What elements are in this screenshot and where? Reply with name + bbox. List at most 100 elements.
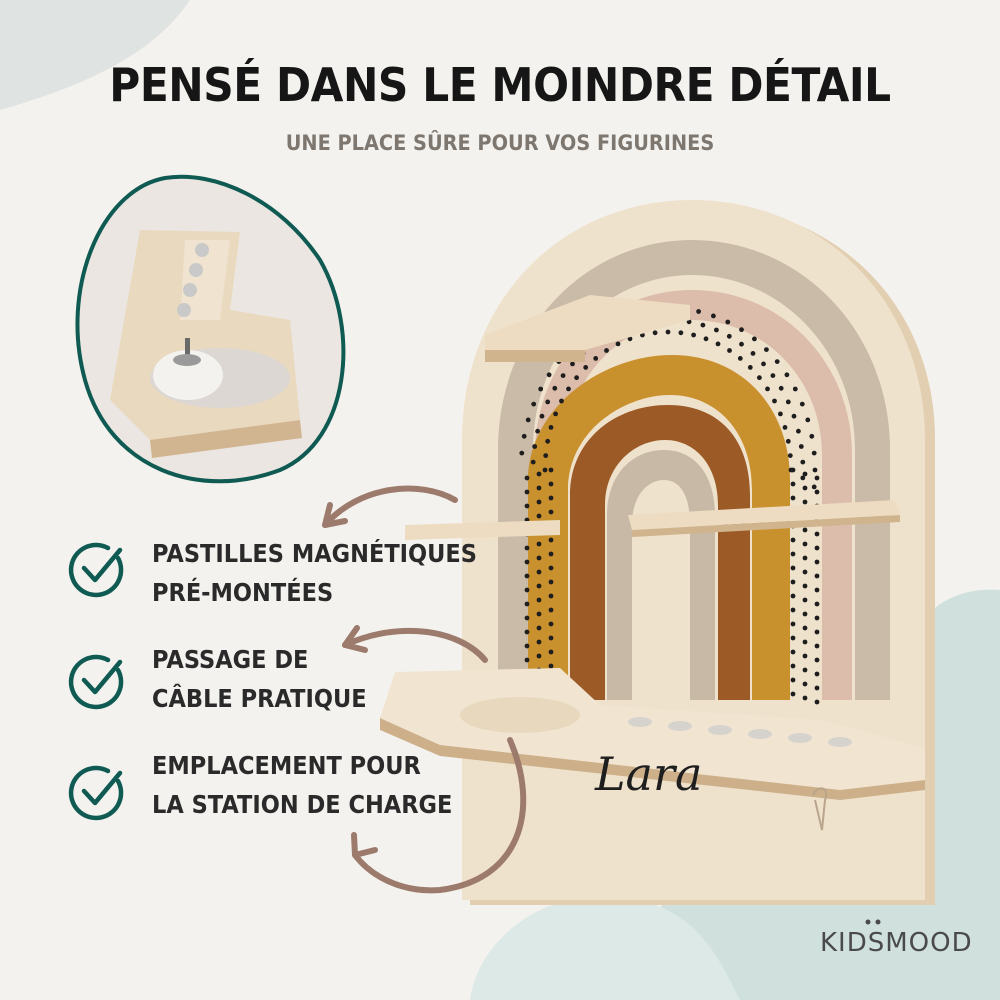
feature-cable: PASSAGE DE CÂBLE PRATIQUE [70,640,490,730]
feature-line: PRÉ-MONTÉES [152,578,334,607]
polka-dot [814,629,820,635]
polka-dot [790,663,796,669]
polka-dot [790,537,796,543]
polka-dot [814,573,820,579]
polka-dot [802,681,808,687]
polka-dot [536,513,542,519]
polka-dot [548,635,554,641]
polka-dot [790,635,796,641]
polka-dot [802,597,808,603]
page-title: PENSÉ DANS LE MOINDRE DÉTAIL [109,58,891,112]
polka-dot [548,579,554,585]
polka-dot [548,663,554,669]
feature-magnets: PASTILLES MAGNÉTIQUES PRÉ-MONTÉES [70,534,490,624]
polka-dot [800,459,806,465]
polka-dot [530,459,536,465]
polka-dot [790,621,796,627]
polka-dot [548,607,554,613]
polka-dot [548,593,554,599]
polka-dot [538,386,544,392]
polka-dot [535,428,540,434]
polka-dot [700,322,706,328]
brand-logo: KIDSMOOD [820,928,973,958]
polka-dot [553,411,558,417]
polka-dot [790,467,796,473]
check-icons [68,542,124,821]
polka-dot [791,413,797,419]
polka-dot [739,327,744,333]
polka-dot [790,593,796,599]
polka-dot [678,330,684,336]
polka-dot [524,559,530,565]
feature-line: PASSAGE DE [152,645,309,674]
polka-dot [802,471,808,477]
feature-text: EMPLACEMENT POUR LA STATION DE CHARGE [152,746,452,824]
polka-dot [524,573,530,579]
polka-dot [524,503,530,509]
polka-dot [536,471,542,477]
polka-dot [799,401,805,407]
polka-dot [790,607,796,613]
polka-dot [814,671,820,677]
polka-dot [790,495,796,501]
polka-dot [798,444,804,449]
polka-dot [574,375,579,381]
polka-dot [778,385,784,391]
polka-dot [790,481,796,487]
arrow-to-magnets [322,485,458,528]
polka-dot [570,361,575,367]
polka-dot [531,401,537,407]
polka-dot [548,537,554,543]
polka-dot [546,372,552,378]
polka-dot [802,527,808,533]
polka-dot [524,615,530,621]
polka-dot [652,330,658,336]
polka-dot [536,597,542,603]
polka-dot [536,625,542,631]
polka-dot [524,587,530,593]
arrows [322,485,527,894]
polka-dot [802,611,808,617]
polka-dot [539,413,545,419]
polka-dot [583,365,589,370]
polka-dot [560,373,566,378]
feature-text: PASTILLES MAGNÉTIQUES PRÉ-MONTÉES [152,534,477,612]
polka-dot [545,438,551,444]
polka-dot [604,348,609,353]
polka-dot [524,629,530,635]
polka-dot [727,348,732,353]
polka-dot [691,332,696,338]
polka-dot [548,649,554,655]
polka-dot [665,329,671,335]
polka-dot [521,433,527,439]
polka-dot [524,489,530,495]
polka-dot [711,313,716,319]
feature-line: PASTILLES MAGNÉTIQUES [152,539,478,568]
polka-dot [774,359,780,364]
polka-dot [524,601,530,607]
polka-dot [790,677,796,683]
polka-dot [536,555,542,561]
polka-dot [790,565,796,571]
polka-dot [761,361,766,367]
polka-dot [536,499,542,505]
polka-dot [805,417,811,423]
polka-dot [524,475,530,481]
polka-dot [785,399,791,405]
polka-dot [814,475,820,481]
polka-dot [802,695,808,701]
polka-dot [814,489,820,495]
polka-dot [566,386,571,392]
polka-dot [784,372,790,378]
polka-dot [765,386,770,392]
polka-dot [726,333,732,339]
feature-text: PASSAGE DE CÂBLE PRATIQUE [152,640,367,718]
polka-dot [548,551,554,557]
arrow-to-charger [352,737,527,894]
check-circle-icon [68,654,124,710]
feature-line: CÂBLE PRATIQUE [152,684,367,713]
polka-dot [737,356,743,361]
feature-line: LA STATION DE CHARGE [152,790,453,819]
heart-icon [812,787,828,831]
